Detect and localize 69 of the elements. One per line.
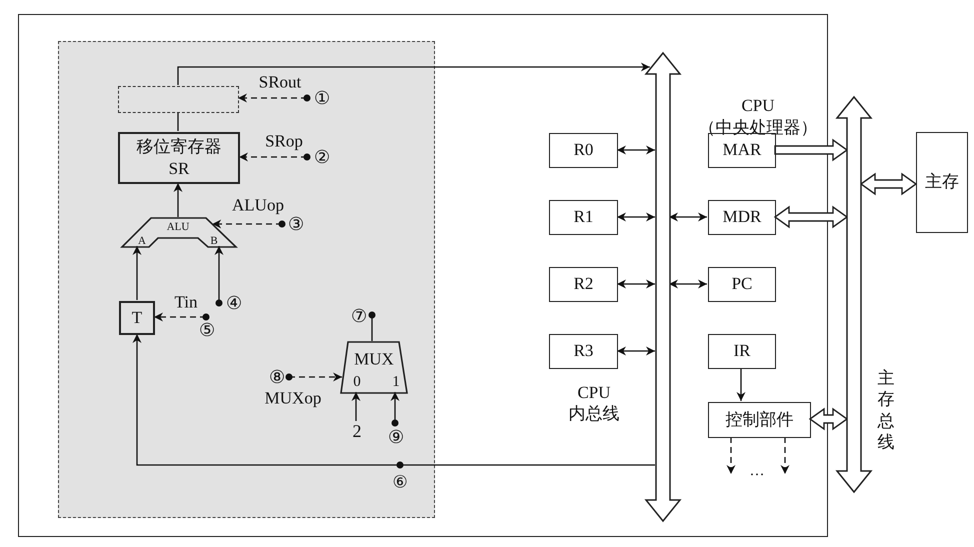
callout-number: ② [314,148,330,168]
input-label: A [138,234,146,248]
callout-number: ⑧ [269,368,285,388]
register-box: MAR [708,133,776,168]
callout-number: ⑦ [351,307,367,327]
input-label: 0 [353,374,361,390]
arrow [214,246,224,306]
arrow [174,183,182,217]
bus-arrow [860,172,918,196]
arrow [132,334,655,466]
bus-arrow [808,408,848,430]
control-signal-arrow [239,152,310,162]
memory-box: 主存 [916,132,968,233]
signal-label: SRop [265,132,303,152]
signal-label: Tin [174,294,198,312]
alu-symbol [120,216,238,249]
register-box: T [119,301,155,335]
control-signal-arrow [780,437,790,474]
register-box: 移位寄存器 SR [118,132,240,184]
callout-number: ⑤ [199,321,215,341]
callout-number: ⑨ [388,428,404,448]
bus-arrow [774,206,848,228]
memory-bus [837,97,871,492]
alu-label: ALU [166,220,190,234]
ellipsis: … [750,462,764,480]
control-signal-arrow [286,372,342,382]
control-unit-box: 控制部件 [708,402,811,438]
register-box: R1 [549,200,618,235]
register-box: R0 [549,133,618,168]
arrow [390,392,400,426]
control-signal-arrow [212,220,286,228]
cpu-box [18,14,828,537]
input-label: 1 [392,374,400,390]
register-box: R2 [549,267,618,302]
control-signal-arrow [238,94,310,102]
arrow [669,212,707,222]
arrow [736,368,746,401]
arrow [617,280,655,288]
signal-label: MUXop [264,390,322,408]
arrow [617,346,655,356]
input-value: 2 [352,422,362,442]
mux-label: MUX [354,350,394,370]
signal-label: ALUop [232,196,284,216]
connector-line [177,112,179,131]
callout-number: ⑥ [392,474,408,492]
arrow [132,246,142,300]
control-signal-arrow [726,437,736,474]
register-box: MDR [708,200,776,235]
arrow [617,146,655,154]
control-signal-arrow [154,312,210,322]
arrow [177,62,650,85]
register-box: IR [708,334,776,369]
bus-label: CPU 内总线 [568,382,620,424]
bus-arrow [774,138,848,162]
multiplexer-symbol [340,341,408,394]
register-box: R3 [549,334,618,369]
register-box: PC [708,267,776,302]
arrow [617,212,655,222]
gate-box [118,86,239,113]
callout-number: ④ [226,294,242,314]
callout-number: ① [314,89,330,109]
connector-line [368,312,376,341]
callout-number: ③ [288,215,304,235]
signal-label: SRout [258,74,302,92]
arrow [352,392,360,421]
input-label: B [210,234,218,248]
bus-label: 主存总线 [877,368,895,452]
internal-bus [646,53,680,521]
arrow [669,280,707,288]
